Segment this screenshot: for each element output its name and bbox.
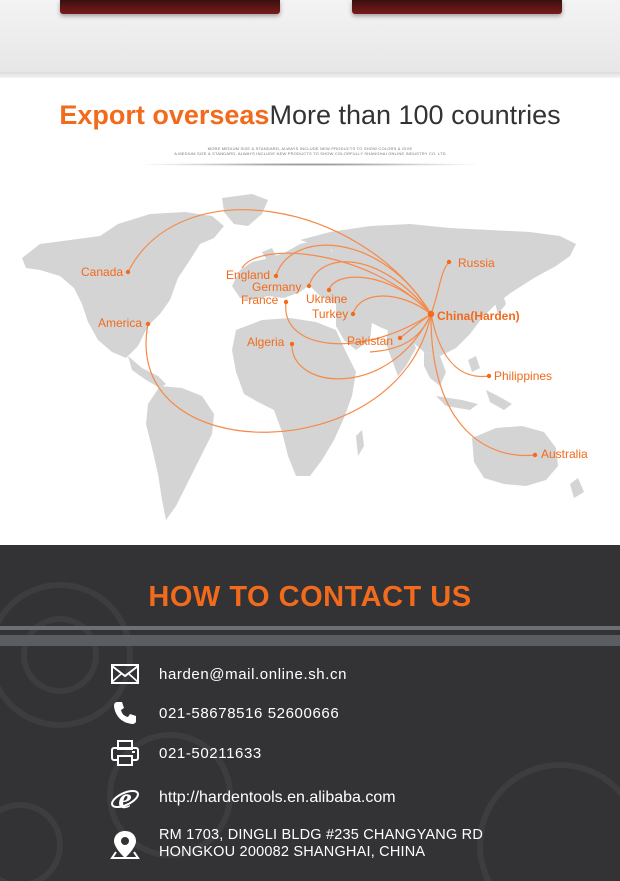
contact-email-row: harden@mail.online.sh.cn: [110, 661, 347, 687]
label-china-hub: China(Harden): [437, 309, 520, 323]
address-line-1: RM 1703, DINGLI BLDG #235 CHANGYANG RD: [159, 827, 484, 843]
route-france: [285, 301, 432, 345]
route-extra-europe: [241, 252, 432, 315]
contact-phone[interactable]: 021-58678516 52600666: [159, 704, 340, 722]
label-turkey: Turkey: [312, 307, 348, 321]
envelope-icon: [110, 661, 140, 687]
contact-email[interactable]: harden@mail.online.sh.cn: [159, 665, 348, 683]
route-germany: [308, 261, 432, 315]
dot-turkey: [350, 311, 356, 317]
address-line-2: HONGKOU 200082 SHANGHAI, CHINA: [159, 844, 426, 860]
label-france: France: [241, 293, 279, 307]
route-england: [275, 244, 432, 315]
gear-background: [0, 582, 620, 881]
dot-england: [273, 273, 279, 279]
route-algeria: [291, 313, 432, 380]
dot-australia: [532, 452, 538, 458]
dot-france: [283, 299, 289, 305]
contact-section: HOW TO CONTACT US harden@mail.online.sh.…: [0, 545, 620, 881]
label-russia: Russia: [458, 256, 495, 270]
contact-divider-bottom: [0, 635, 620, 646]
dot-canada: [125, 269, 131, 275]
dot-ukraine: [326, 287, 332, 293]
route-turkey: [352, 295, 432, 315]
product-image-right: [352, 0, 562, 14]
route-extra-east-1: [369, 313, 432, 353]
dot-germany: [306, 283, 312, 289]
export-subtitle-line-1: MORE MEDIUM SIZE & STANDARD, ALWAYS INCL…: [207, 146, 413, 151]
world-export-map: Canada America England Germany France Uk…: [0, 180, 620, 540]
contact-divider-top: [0, 626, 620, 630]
product-image-left: [60, 0, 280, 14]
map-labels: Canada America England Germany France Uk…: [81, 256, 588, 461]
shipping-routes: [127, 209, 536, 457]
label-america: America: [98, 316, 142, 330]
export-title: Export overseasMore than 100 countries: [0, 100, 620, 131]
label-germany: Germany: [252, 280, 301, 294]
dot-philippines: [486, 373, 492, 379]
title-divider: [145, 163, 475, 166]
world-map-svg: Canada America England Germany France Uk…: [22, 194, 588, 520]
route-america: [145, 313, 432, 433]
label-ukraine: Ukraine: [306, 292, 348, 306]
fax-icon: [110, 740, 140, 766]
contact-fax: 021-50211633: [159, 744, 262, 762]
route-pakistan: [399, 313, 432, 339]
phone-icon: [110, 700, 140, 726]
route-australia: [430, 313, 536, 457]
destination-dots: [125, 259, 538, 458]
label-algeria: Algeria: [247, 335, 285, 349]
world-landmass: [22, 194, 584, 520]
dot-algeria: [289, 341, 295, 347]
dot-pakistan: [397, 335, 403, 341]
label-pakistan: Pakistan: [347, 334, 393, 348]
contact-title: HOW TO CONTACT US: [148, 581, 472, 613]
contact-phone-row: 021-58678516 52600666: [110, 700, 339, 726]
label-england: England: [226, 268, 270, 282]
svg-text:e: e: [118, 784, 131, 812]
route-russia: [430, 261, 450, 315]
dot-russia: [446, 259, 452, 265]
route-canada: [127, 209, 432, 315]
label-canada: Canada: [81, 265, 123, 279]
route-philippines: [430, 313, 490, 378]
internet-explorer-icon: e: [110, 784, 140, 812]
contact-fax-row: 021-50211633: [110, 740, 262, 766]
export-subtitle-line-2: A MEDIUM SIZE & STANDARD, ALWAYS INCLUDE…: [174, 151, 446, 156]
export-title-rest: More than 100 countries: [269, 100, 561, 130]
contact-website[interactable]: http://hardentools.en.alibaba.com: [159, 789, 396, 806]
location-pin-icon: [110, 830, 140, 860]
dot-america: [145, 321, 151, 327]
contact-website-row: e http://hardentools.en.alibaba.com: [110, 784, 396, 812]
label-australia: Australia: [541, 447, 588, 461]
export-title-highlight: Export overseas: [59, 100, 270, 130]
label-philippines: Philippines: [494, 369, 552, 383]
dot-china-hub: [427, 310, 435, 318]
top-banner: [0, 0, 620, 78]
contact-address: RM 1703, DINGLI BLDG #235 CHANGYANG RD H…: [159, 827, 483, 861]
